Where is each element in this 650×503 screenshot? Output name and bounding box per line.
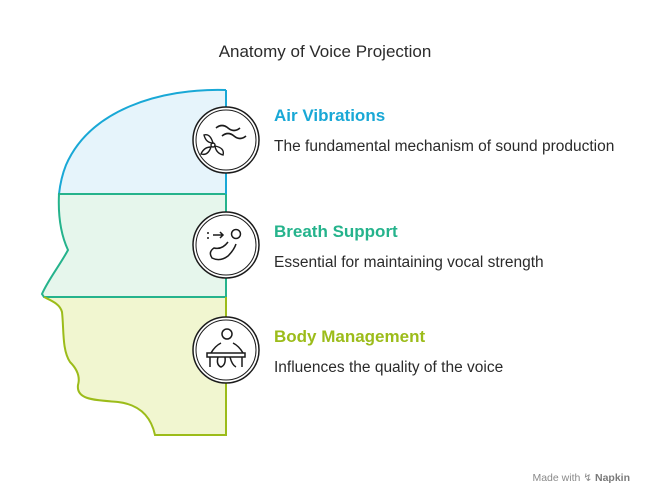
section-description: Essential for maintaining vocal strength: [274, 254, 544, 271]
section-body-management: Body Management Influences the quality o…: [274, 327, 634, 378]
body-management-icon: [192, 316, 260, 384]
breath-support-icon: [192, 211, 260, 279]
made-with-watermark: Made with ↯ Napkin: [532, 472, 630, 484]
section-air-vibrations: Air Vibrations The fundamental mechanism…: [274, 106, 634, 157]
diagram-title: Anatomy of Voice Projection: [218, 42, 432, 61]
section-heading: Body Management: [274, 327, 426, 346]
head-outline-middle: [40, 193, 227, 298]
napkin-logo-icon: ↯: [583, 472, 593, 484]
section-heading: Breath Support: [274, 222, 398, 241]
head-outline-bottom: [43, 296, 227, 436]
watermark-prefix: Made with: [532, 472, 581, 484]
section-description: Influences the quality of the voice: [274, 359, 504, 376]
section-breath-support: Breath Support Essential for maintaining…: [274, 222, 634, 273]
head-outline-top: [57, 88, 227, 195]
air-vibrations-icon: [192, 106, 260, 174]
watermark-brand: Napkin: [594, 472, 630, 484]
section-heading: Air Vibrations: [274, 106, 386, 125]
section-description: The fundamental mechanism of sound produ…: [274, 138, 615, 155]
